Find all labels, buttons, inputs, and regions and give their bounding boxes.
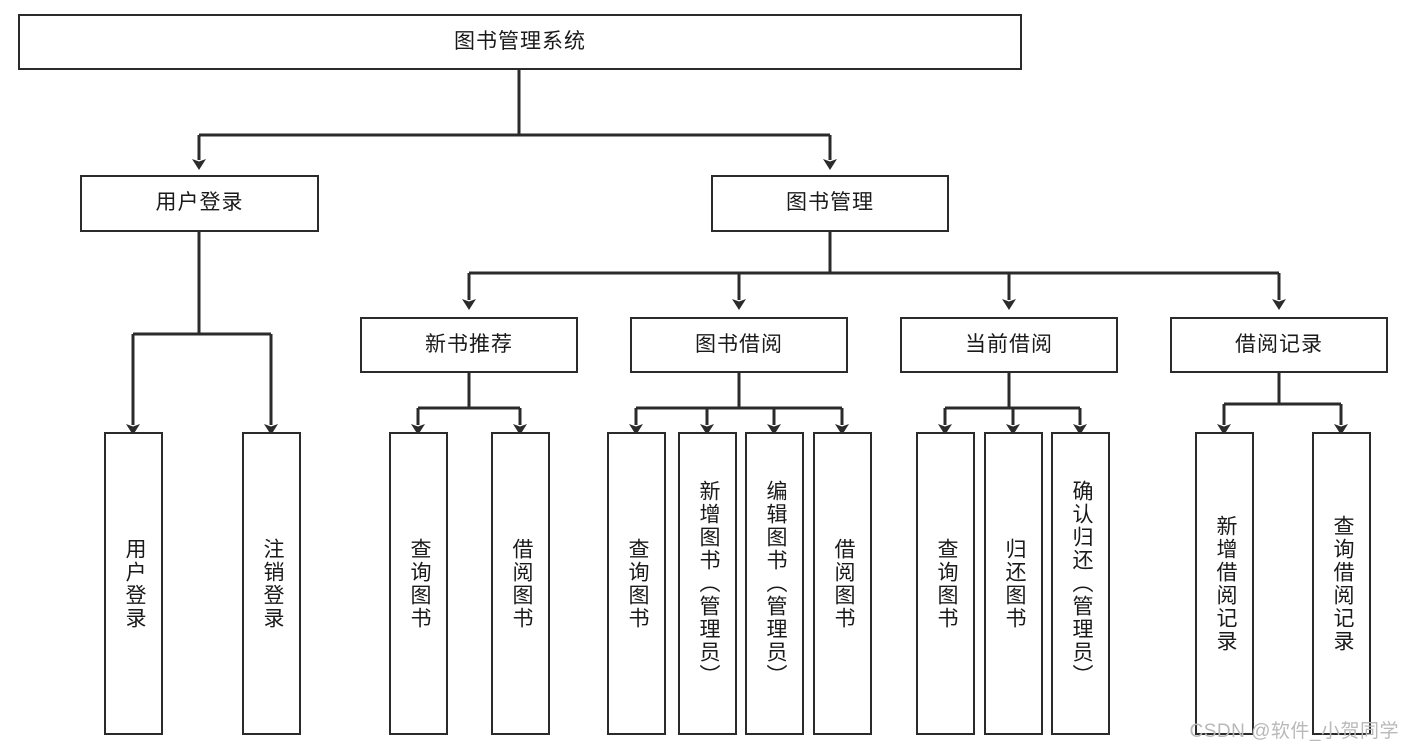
leaf-query-book-current[interactable]: 查询图书 [916, 432, 975, 735]
leaf-confirm-return-admin[interactable]: 确认归还（管理员） [1051, 432, 1110, 735]
leaf-user-login[interactable]: 用户登录 [104, 432, 163, 735]
node-label: 确认归还（管理员） [1069, 480, 1093, 687]
node-borrow-record[interactable]: 借阅记录 [1170, 317, 1388, 373]
node-user-login[interactable]: 用户登录 [80, 175, 319, 232]
node-label: 用户登录 [155, 191, 244, 215]
node-label: 编辑图书（管理员） [763, 480, 787, 687]
node-label: 当前借阅 [965, 332, 1053, 356]
node-label: 查询图书 [934, 537, 958, 630]
node-label: 借阅图书 [831, 537, 855, 630]
leaf-query-book-recommend[interactable]: 查询图书 [389, 432, 448, 735]
node-label: 查询图书 [625, 537, 649, 630]
node-label: 新书推荐 [425, 332, 513, 356]
node-label: 借阅图书 [509, 537, 533, 630]
leaf-add-book-admin[interactable]: 新增图书（管理员） [678, 432, 737, 735]
node-label: 注销登录 [260, 537, 284, 630]
node-label: 查询图书 [407, 537, 431, 630]
node-label: 归还图书 [1002, 537, 1026, 630]
leaf-query-borrow-record[interactable]: 查询借阅记录 [1312, 432, 1371, 735]
node-current-borrow[interactable]: 当前借阅 [900, 317, 1118, 373]
node-book-manage[interactable]: 图书管理 [711, 175, 949, 232]
node-book-borrow[interactable]: 图书借阅 [630, 317, 848, 373]
node-label: 图书管理系统 [454, 29, 586, 53]
node-label: 图书借阅 [695, 332, 783, 356]
leaf-add-borrow-record[interactable]: 新增借阅记录 [1195, 432, 1254, 735]
leaf-borrow-book[interactable]: 借阅图书 [813, 432, 872, 735]
leaf-borrow-book-recommend[interactable]: 借阅图书 [491, 432, 550, 735]
node-label: 新增图书（管理员） [696, 480, 720, 687]
leaf-edit-book-admin[interactable]: 编辑图书（管理员） [745, 432, 804, 735]
node-label: 用户登录 [122, 537, 146, 630]
leaf-query-book-borrow[interactable]: 查询图书 [607, 432, 666, 735]
leaf-logout-login[interactable]: 注销登录 [242, 432, 301, 735]
node-label: 新增借阅记录 [1213, 514, 1237, 653]
csdn-watermark: CSDN @软件_小贺同学 [1189, 721, 1399, 742]
leaf-return-book[interactable]: 归还图书 [984, 432, 1043, 735]
node-label: 借阅记录 [1235, 332, 1323, 356]
node-new-book-recommend[interactable]: 新书推荐 [360, 317, 578, 373]
node-label: 查询借阅记录 [1330, 514, 1354, 653]
node-root[interactable]: 图书管理系统 [18, 14, 1022, 70]
node-label: 图书管理 [786, 191, 874, 215]
